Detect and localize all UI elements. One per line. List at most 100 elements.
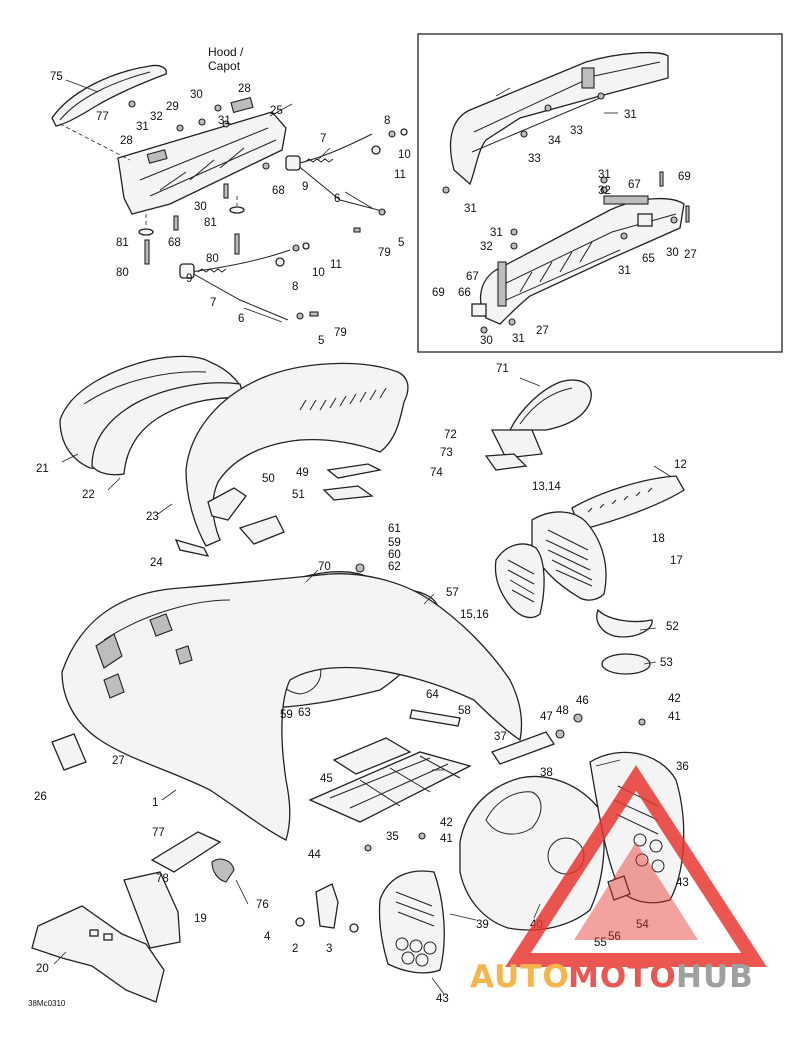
- callout: 31: [136, 121, 149, 133]
- callout: 9: [186, 273, 192, 285]
- side-panels-group: [59, 355, 409, 557]
- callout: 27: [536, 325, 549, 337]
- callout: 18: [652, 533, 665, 545]
- callout: 32: [150, 111, 163, 123]
- callout: 5: [398, 237, 404, 249]
- hood-support-assembly: [51, 64, 408, 321]
- callout: 23: [146, 511, 159, 523]
- callout: 65: [642, 253, 655, 265]
- callout: 80: [206, 253, 219, 265]
- callout: 50: [262, 473, 275, 485]
- callout: 73: [440, 447, 453, 459]
- callout: 35: [386, 831, 399, 843]
- callout: 69: [432, 287, 445, 299]
- callout: 28: [238, 83, 251, 95]
- callout: 58: [458, 705, 471, 717]
- callout: 4: [264, 931, 271, 943]
- callout: 80: [116, 267, 129, 279]
- callout: 38: [540, 767, 553, 779]
- lower-parts-group: [31, 733, 472, 1003]
- callout: 60: [388, 549, 401, 561]
- callout: 27: [112, 755, 125, 767]
- callout: 81: [204, 217, 217, 229]
- callout: 32: [598, 185, 611, 197]
- callout: 41: [440, 833, 453, 845]
- callout: 30: [194, 201, 207, 213]
- callout: 76: [256, 899, 269, 911]
- callout: 5: [318, 335, 324, 347]
- callout: 31: [598, 169, 611, 181]
- callout: 34: [548, 135, 561, 147]
- callout: 30: [190, 89, 203, 101]
- callout: 31: [618, 265, 631, 277]
- callout: 66: [458, 287, 471, 299]
- callout: 53: [660, 657, 673, 669]
- callout-labels: Hood / Capot 75 77 30 28 29 32 31 31 28 …: [28, 45, 697, 1008]
- callout: 33: [528, 153, 541, 165]
- callout: 42: [440, 817, 453, 829]
- callout: 42: [668, 693, 681, 705]
- callout: 31: [218, 115, 231, 127]
- callout: 32: [480, 241, 493, 253]
- callout: 26: [34, 791, 47, 803]
- callout: 41: [668, 711, 681, 723]
- callout: 25: [270, 105, 283, 117]
- callout: 10: [398, 149, 411, 161]
- callout: 19: [194, 913, 207, 925]
- callout: 68: [272, 185, 285, 197]
- callout: 11: [394, 169, 406, 181]
- callout: 44: [308, 849, 321, 861]
- callout: 78: [156, 873, 169, 885]
- callout: 62: [388, 561, 401, 573]
- callout: 10: [312, 267, 325, 279]
- callout: 2: [292, 943, 298, 955]
- callout: 8: [384, 115, 390, 127]
- callout: 9: [302, 181, 308, 193]
- callout: 17: [670, 555, 683, 567]
- callout: 22: [82, 489, 95, 501]
- callout: 20: [36, 963, 49, 975]
- callout: 31: [624, 109, 637, 121]
- callout: 24: [150, 557, 163, 569]
- callout: 31: [512, 333, 525, 345]
- inset-hood-hinge-detail: [417, 33, 783, 353]
- callout: 46: [576, 695, 589, 707]
- callout: 71: [496, 363, 509, 375]
- callout: 59: [388, 537, 401, 549]
- callout: 48: [556, 705, 569, 717]
- callout: 43: [436, 993, 449, 1005]
- leader-lines: [53, 79, 671, 995]
- callout: 74: [430, 467, 443, 479]
- callout: 21: [36, 463, 49, 475]
- callout: 13,14: [532, 481, 561, 493]
- callout: 30: [666, 247, 679, 259]
- callout: 11: [330, 259, 342, 271]
- callout: 54: [636, 919, 649, 931]
- callout: 67: [628, 179, 641, 191]
- callout: 56: [608, 931, 621, 943]
- callout: 63: [298, 707, 311, 719]
- callout: 6: [238, 313, 244, 325]
- hood-label: Hood /: [208, 45, 244, 59]
- callout: 69: [678, 171, 691, 183]
- callout: 27: [684, 249, 697, 261]
- callout: 6: [334, 193, 340, 205]
- callout: 57: [446, 587, 459, 599]
- callout: 31: [464, 203, 477, 215]
- callout: 31: [490, 227, 503, 239]
- callout: 75: [50, 71, 63, 83]
- callout: 81: [116, 237, 129, 249]
- callout: 64: [426, 689, 439, 701]
- side-vents-group: [494, 511, 607, 619]
- callout: 15,16: [460, 609, 489, 621]
- callout: 29: [166, 101, 179, 113]
- callout: 47: [540, 711, 553, 723]
- callout: 79: [334, 327, 347, 339]
- callout: 52: [666, 621, 679, 633]
- callout: 39: [476, 919, 489, 931]
- windshield-and-mirror-group: [484, 379, 685, 531]
- callout: 61: [388, 523, 401, 535]
- callout: 59: [280, 709, 293, 721]
- callout: 55: [594, 937, 607, 949]
